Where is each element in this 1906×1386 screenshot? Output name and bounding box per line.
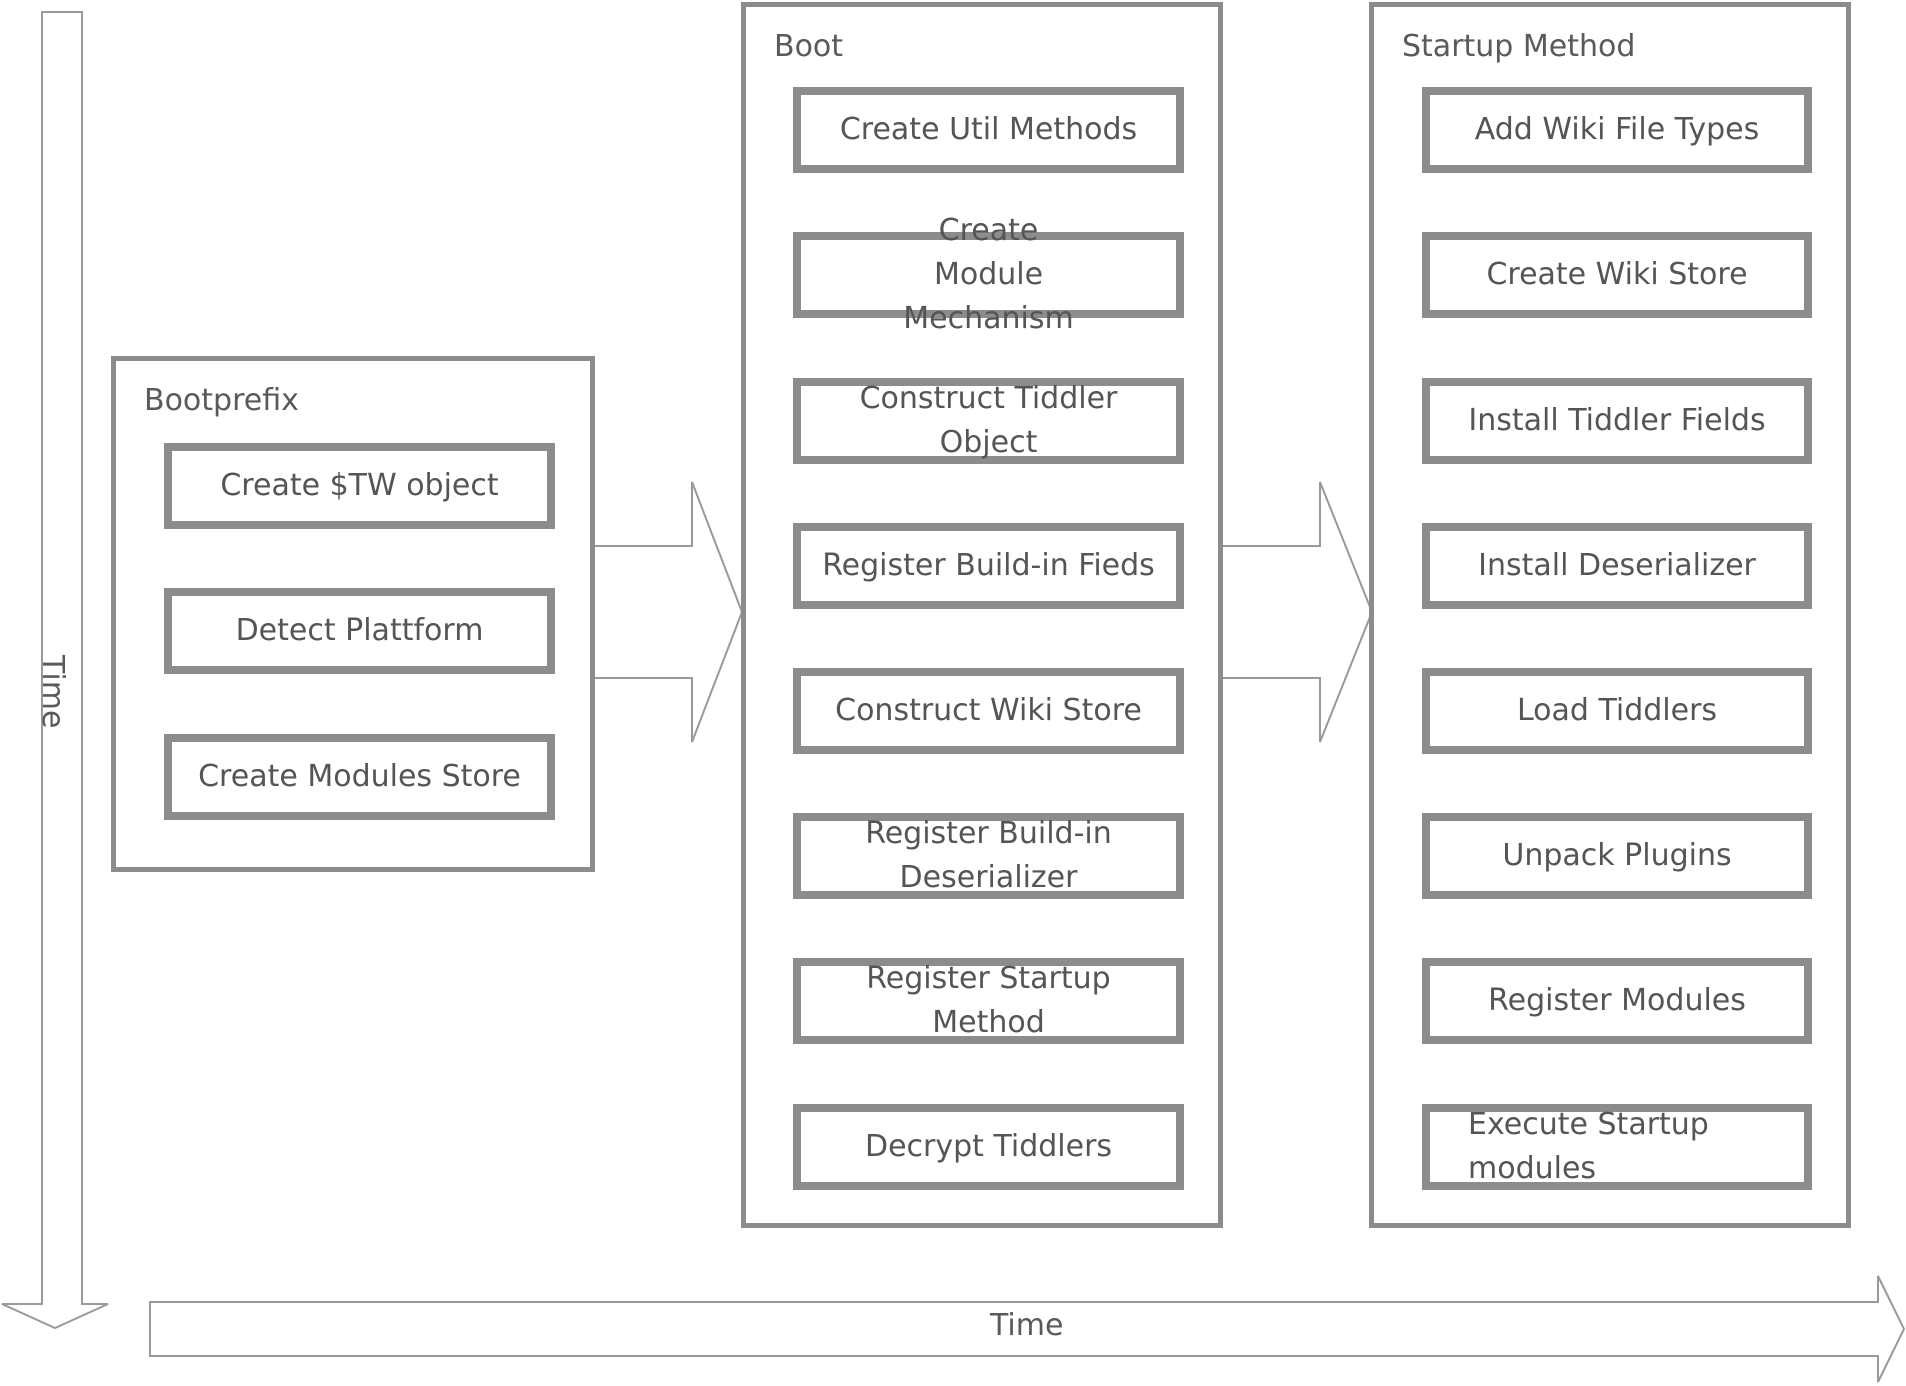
step-create-module-mechanism: Create Module Mechanism <box>793 213 1184 336</box>
step-decrypt-tiddlers: Decrypt Tiddlers <box>793 1104 1184 1190</box>
step-install-deserializer: Install Deserializer <box>1422 523 1812 609</box>
step-register-startup-method: Register Startup Method <box>793 958 1184 1044</box>
step-construct-tiddler-object: Construct Tiddler Object <box>793 378 1184 464</box>
step-install-tiddler-fields: Install Tiddler Fields <box>1422 378 1812 464</box>
horizontal-time-arrow <box>149 1275 1906 1383</box>
vertical-time-arrow <box>1 11 109 1330</box>
vertical-time-label: Time <box>35 655 70 729</box>
step-execute-startup-modules: Execute Startup modules <box>1422 1104 1812 1190</box>
step-register-build-in-deserializer: Register Build-in Deserializer <box>793 813 1184 899</box>
step-create-tw-object: Create $TW object <box>164 443 555 529</box>
step-add-wiki-file-types: Add Wiki File Types <box>1422 87 1812 173</box>
step-create-modules-store: Create Modules Store <box>164 734 555 820</box>
step-register-modules: Register Modules <box>1422 958 1812 1044</box>
step-detect-plattform: Detect Plattform <box>164 588 555 674</box>
horizontal-time-label: Time <box>990 1308 1064 1343</box>
phase-arrow-boot-to-startup <box>1222 481 1374 743</box>
bootprefix-title: Bootprefix <box>144 383 299 418</box>
startup-method-title: Startup Method <box>1402 29 1636 64</box>
step-load-tiddlers: Load Tiddlers <box>1422 668 1812 754</box>
phase-arrow-bootprefix-to-boot <box>592 481 744 743</box>
step-create-util-methods: Create Util Methods <box>793 87 1184 173</box>
step-create-wiki-store: Create Wiki Store <box>1422 232 1812 318</box>
step-construct-wiki-store: Construct Wiki Store <box>793 668 1184 754</box>
step-register-build-in-fieds: Register Build-in Fieds <box>793 523 1184 609</box>
boot-title: Boot <box>774 29 844 64</box>
startup-method-group: Startup Method <box>1369 2 1851 1228</box>
step-unpack-plugins: Unpack Plugins <box>1422 813 1812 899</box>
